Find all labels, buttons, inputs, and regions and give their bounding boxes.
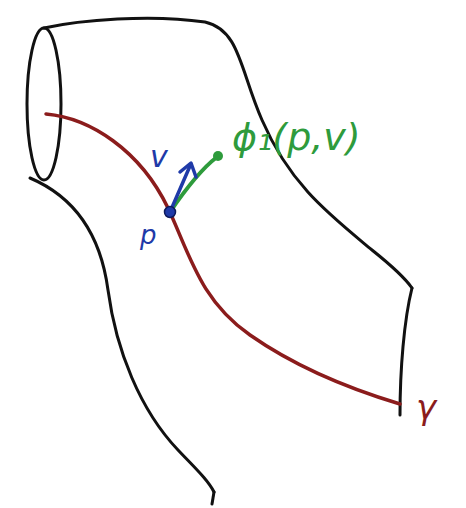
vector-label: v (150, 142, 168, 172)
surface-bottom-edge (30, 178, 214, 492)
vector-head (180, 163, 196, 177)
tube-opening (27, 28, 61, 180)
point-p (165, 207, 176, 218)
end-point (213, 151, 223, 161)
point-label: p (140, 222, 157, 248)
curve-label: γ (416, 390, 436, 424)
surface-tick (212, 492, 214, 504)
surface-top-edge (44, 18, 412, 288)
curve-gamma (46, 114, 400, 404)
geodesic-path (170, 157, 217, 212)
map-label: ϕ₁(p,v) (232, 118, 361, 156)
surface-right-edge (400, 288, 412, 415)
